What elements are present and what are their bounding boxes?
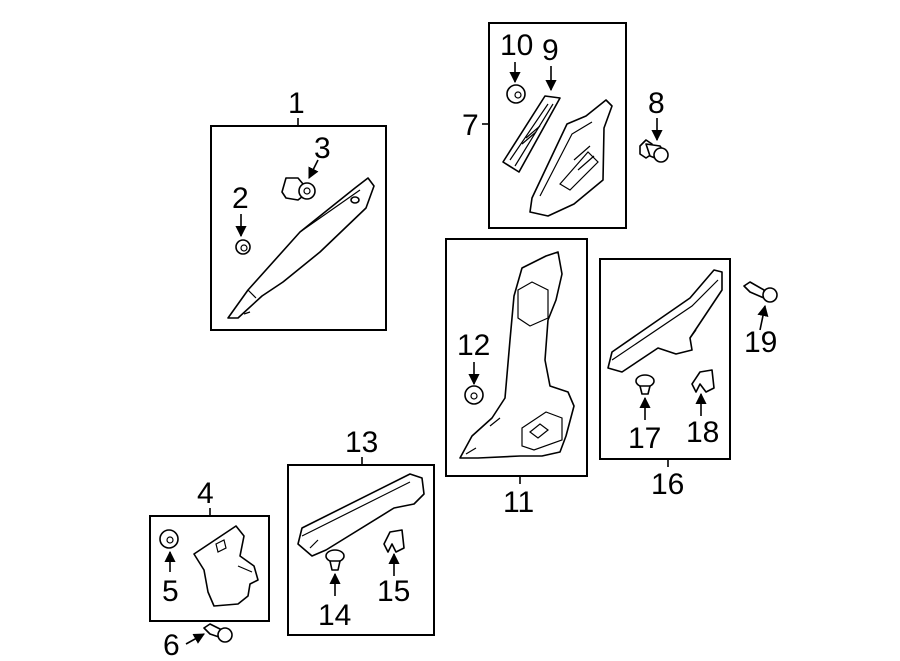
clip-14: [325, 549, 345, 571]
callout-12: 12: [457, 329, 490, 362]
callout-4: 4: [197, 477, 214, 510]
screw-6: [203, 623, 233, 643]
group-7-upper-trim: 7 10 9: [462, 22, 627, 229]
callout-18: 18: [686, 416, 719, 449]
callout-13: 13: [345, 426, 378, 459]
group-13-box: [287, 464, 435, 636]
clip-12: [464, 385, 484, 405]
callout-15: 15: [377, 575, 410, 608]
callout-10: 10: [500, 29, 533, 62]
kick-panel-4: [193, 525, 259, 607]
clip-15: [383, 529, 405, 553]
group-11-box: [445, 238, 588, 477]
clip-10: [506, 84, 526, 104]
fastener-3: [281, 177, 316, 201]
upper-pillar-panel: [529, 99, 613, 217]
callout-5: 5: [162, 575, 179, 608]
callout-2: 2: [232, 182, 249, 215]
clip-18: [691, 369, 715, 393]
callout-17: 17: [628, 422, 661, 455]
screw-19: [743, 281, 778, 303]
callout-14: 14: [318, 599, 351, 632]
callout-7: 7: [462, 109, 479, 142]
group-16-box: [599, 258, 731, 460]
scuff-plate-13: [297, 473, 425, 557]
callout-6: 6: [163, 629, 180, 661]
group-1-box: [210, 125, 387, 331]
a-pillar-trim-panel: [227, 177, 375, 319]
callout-16: 16: [651, 468, 684, 501]
callout-3: 3: [314, 132, 331, 165]
clip-17: [635, 374, 655, 395]
callout-11: 11: [503, 486, 534, 519]
bolt-8: [639, 139, 669, 163]
b-pillar-panel: [459, 251, 575, 459]
callout-9: 9: [542, 34, 559, 67]
clip-5: [159, 529, 179, 549]
group-1-a-pillar-trim: 1 2 3: [210, 87, 387, 331]
scuff-plate-16: [607, 269, 723, 373]
callout-1: 1: [288, 87, 305, 120]
group-4-kick-panel: 4 5: [149, 477, 270, 622]
seal-strip-9: [502, 95, 561, 173]
group-7-box: [488, 22, 627, 229]
callout-19: 19: [744, 326, 777, 359]
callout-8: 8: [648, 87, 665, 120]
group-16-scuff-plate: 16 17 18: [599, 258, 731, 501]
group-11-b-pillar-lower-trim: 11 12: [445, 238, 588, 519]
group-13-front-scuff-plate: 13 14 15: [287, 426, 435, 636]
clip-2: [235, 239, 251, 255]
